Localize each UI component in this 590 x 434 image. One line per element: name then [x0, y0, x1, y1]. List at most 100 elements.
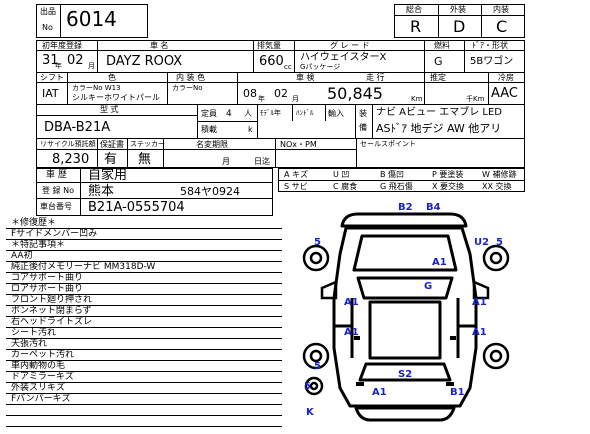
transfer-month-unit: 月 — [222, 157, 230, 166]
note-line: AA初 — [6, 251, 282, 262]
car-name: DAYZ ROOX — [106, 54, 183, 69]
history-value: 自家用 — [88, 168, 128, 183]
grade-box — [394, 4, 525, 38]
interior-color-no: カラーNo — [172, 84, 203, 92]
mark-g: G — [424, 281, 433, 292]
mark-5-top-left: 5 — [314, 237, 321, 248]
grade-line1: ハイウェイスターX — [300, 52, 387, 63]
color-name: シルキーホワイトパール — [72, 93, 160, 102]
chassis-label: 車台番号 — [40, 202, 72, 211]
lot-number: 6014 — [66, 7, 117, 31]
grade-interior-label: 内装 — [493, 5, 509, 14]
capacity-value: 4 — [226, 109, 232, 119]
handle-label: ﾊﾝﾄﾞﾙ — [296, 109, 314, 117]
mark-a1-rear-left: A1 — [372, 387, 387, 398]
color-label: 色 — [108, 73, 116, 82]
mark-k: K — [306, 407, 314, 418]
note-line: カーペット汚れ — [6, 350, 282, 361]
mark-5-bottom-left: 5 — [314, 361, 321, 372]
note-line: 外装スリキズ — [6, 383, 282, 394]
note-line: 車内動物の毛 — [6, 361, 282, 372]
legend-s: S サビ — [284, 182, 308, 191]
legend-a: A キズ — [284, 170, 309, 179]
equipment-line-1: ナビ Aビュー エマブレ LED — [376, 107, 502, 118]
note-line — [6, 416, 282, 427]
mark-a1-hood: A1 — [432, 257, 447, 268]
mark-b2: B2 — [398, 202, 413, 213]
fuel-label: 燃料 — [434, 41, 450, 50]
first-reg-year: 31 — [42, 53, 59, 68]
history-box — [36, 168, 273, 216]
mark-s2: S2 — [398, 369, 413, 380]
note-line: 右ヘッドライトズレ — [6, 317, 282, 328]
note-line: コアサポート曲り — [6, 273, 282, 284]
equipment-line-2: ASﾄﾞｱ 地デジ AW 他アリ — [376, 122, 502, 135]
mark-a1-left-rear: A1 — [344, 327, 359, 338]
warranty-value: 有 — [104, 152, 118, 167]
legend-x: X 要交換 — [432, 182, 465, 191]
load-unit: k — [248, 125, 253, 134]
grade-overall: R — [410, 17, 422, 36]
transfer-deadline-label: 名変期限 — [196, 140, 228, 149]
model-label: 型 式 — [100, 105, 119, 114]
capacity-label: 定員 — [201, 109, 217, 118]
car-damage-diagram — [302, 212, 510, 422]
inspection-year: 08 — [243, 87, 257, 100]
grade-exterior: D — [453, 17, 466, 36]
note-line: ロアサポート曲り — [6, 284, 282, 295]
load-label: 積載 — [201, 125, 217, 134]
note-line — [6, 405, 282, 416]
mileage-unit-2: 千Km — [466, 95, 485, 103]
equipment-label-1: 装 — [359, 109, 367, 118]
first-reg-label: 初年度登録 — [42, 41, 82, 50]
mark-a1-left-front: A1 — [344, 297, 359, 308]
chassis-number: B21A-0555704 — [88, 200, 185, 215]
first-reg-month-unit: 月 — [88, 62, 95, 70]
mileage-unit: Km — [411, 95, 423, 103]
grade-exterior-label: 外装 — [450, 5, 466, 14]
mark-5-bottom: 5 — [304, 381, 311, 392]
legend-p: P 要塗装 — [432, 170, 464, 179]
mileage-value: 50,845 — [327, 84, 383, 103]
registration-number: 584ヤ0924 — [180, 185, 240, 198]
grade-line2: Gパッケージ — [300, 63, 341, 71]
model-year-label: ﾓﾃﾞﾙ年 — [260, 109, 281, 117]
legend-b: B 傷凹 — [380, 170, 405, 179]
note-line: 天張汚れ — [6, 339, 282, 350]
fuel-value: G — [434, 55, 443, 68]
note-line: ボンネット閉まらず — [6, 306, 282, 317]
note-line: シート汚れ — [6, 328, 282, 339]
mark-u2: U2 — [474, 237, 490, 248]
registration-place: 熊本 — [88, 184, 115, 199]
ac-value: AAC — [491, 86, 518, 101]
equipment-label-2: 備 — [359, 123, 367, 132]
grade-text-label: グ レ ー ド — [330, 41, 370, 50]
grade-interior: C — [496, 17, 508, 36]
ac-label: 冷房 — [498, 73, 514, 82]
import-label: 輸入 — [328, 109, 344, 118]
inspection-month: 02 — [274, 87, 288, 100]
note-line: 純正後付メモリーナビ MM318D-W — [6, 262, 282, 273]
lot-label-top: 出品 — [40, 7, 56, 16]
estimated-label: 推定 — [430, 73, 446, 82]
history-label: 車 歴 — [46, 170, 67, 180]
inspection-year-unit: 年 — [258, 95, 265, 103]
legend-c: C 腐食 — [333, 182, 358, 191]
note-line: Fサイドメンバー凹み — [6, 229, 282, 240]
color-no: カラーNo W13 — [72, 84, 121, 92]
grade-overall-label: 総合 — [406, 5, 422, 14]
cc-value: 660 — [259, 54, 284, 69]
shift-value: IAT — [42, 87, 59, 100]
note-line: Fバンパーキズ — [6, 394, 282, 405]
mark-a1-right-front: A1 — [472, 297, 487, 308]
sticker-label: ステッカー — [130, 140, 165, 148]
lot-label-bottom: No — [42, 23, 53, 32]
capacity-unit: 人 — [244, 109, 252, 118]
legend-xx: XX 交換 — [482, 182, 512, 191]
shift-label: シフト — [40, 73, 64, 82]
cc-unit: cc — [284, 63, 292, 71]
inspection-label: 車 検 — [296, 73, 315, 82]
registration-label: 登 録 No — [42, 186, 74, 195]
interior-color-label: 内 装 色 — [176, 73, 206, 82]
legend-w: W 補修跡 — [482, 170, 517, 179]
